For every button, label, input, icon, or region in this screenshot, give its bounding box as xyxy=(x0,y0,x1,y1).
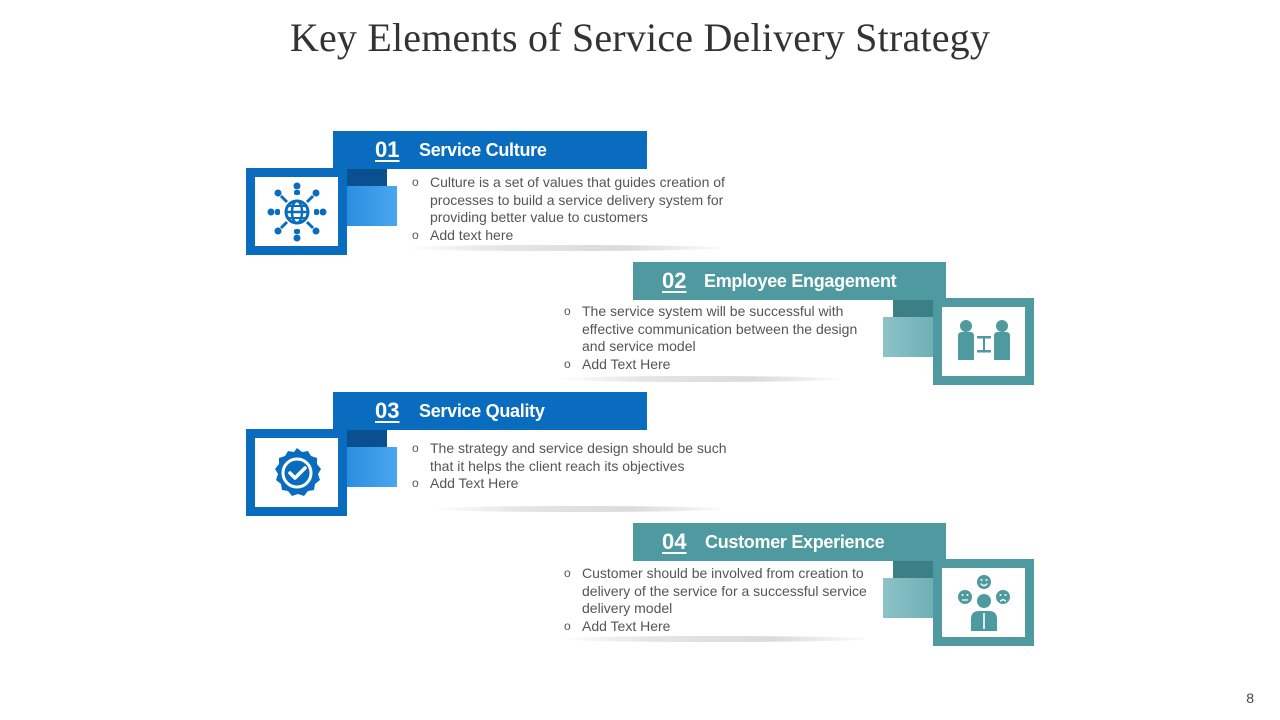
bullet-item: Add Text Here xyxy=(564,356,884,374)
icon-frame-01 xyxy=(246,168,347,255)
bullet-item: Customer should be involved from creatio… xyxy=(564,565,884,618)
item-number: 02 xyxy=(662,268,687,293)
item-number: 01 xyxy=(375,137,400,162)
connector-light xyxy=(883,317,933,357)
people-communication-icon xyxy=(957,319,1010,360)
icon-frame-02 xyxy=(933,298,1034,385)
connector-dark xyxy=(347,430,387,447)
item-title: Service Culture xyxy=(419,139,547,160)
shadow-divider xyxy=(556,376,840,382)
connector-light xyxy=(347,447,397,487)
slide-title: Key Elements of Service Delivery Strateg… xyxy=(289,15,991,60)
item-description-02: The service system will be successful wi… xyxy=(564,303,884,373)
connector-light xyxy=(883,578,933,618)
item-number: 03 xyxy=(375,398,400,423)
icon-frame-04 xyxy=(933,559,1034,646)
page-number: 8 xyxy=(1246,690,1254,706)
bullet-item: Add Text Here xyxy=(564,618,884,636)
bullet-item: The strategy and service design should b… xyxy=(412,440,752,475)
globe-people-icon xyxy=(267,182,326,241)
item-title: Customer Experience xyxy=(705,531,885,552)
item-title: Service Quality xyxy=(419,400,545,421)
item-title: Employee Engagement xyxy=(704,270,897,291)
customer-feedback-icon xyxy=(957,574,1010,631)
item-description-03: The strategy and service design should b… xyxy=(412,440,752,493)
bullet-item: The service system will be successful wi… xyxy=(564,303,884,356)
connector-dark xyxy=(893,561,933,578)
connector-light xyxy=(347,186,397,226)
header-bar-02: 02 Employee Engagement xyxy=(633,262,946,300)
icon-frame-03 xyxy=(246,429,347,516)
shadow-divider xyxy=(400,245,722,251)
item-number: 04 xyxy=(662,529,687,554)
item-description-01: Culture is a set of values that guides c… xyxy=(412,174,752,244)
shadow-divider xyxy=(556,636,866,642)
connector-dark xyxy=(347,169,387,186)
shadow-divider xyxy=(430,506,722,512)
header-bar-03: 03 Service Quality xyxy=(333,392,647,430)
quality-badge-check-icon xyxy=(274,447,321,496)
header-bar-01: 01 Service Culture xyxy=(333,131,647,169)
bullet-item: Add text here xyxy=(412,227,752,245)
bullet-item: Add Text Here xyxy=(412,475,752,493)
header-bar-04: 04 Customer Experience xyxy=(633,523,946,561)
connector-dark xyxy=(893,300,933,317)
bullet-item: Culture is a set of values that guides c… xyxy=(412,174,752,227)
item-description-04: Customer should be involved from creatio… xyxy=(564,565,884,635)
